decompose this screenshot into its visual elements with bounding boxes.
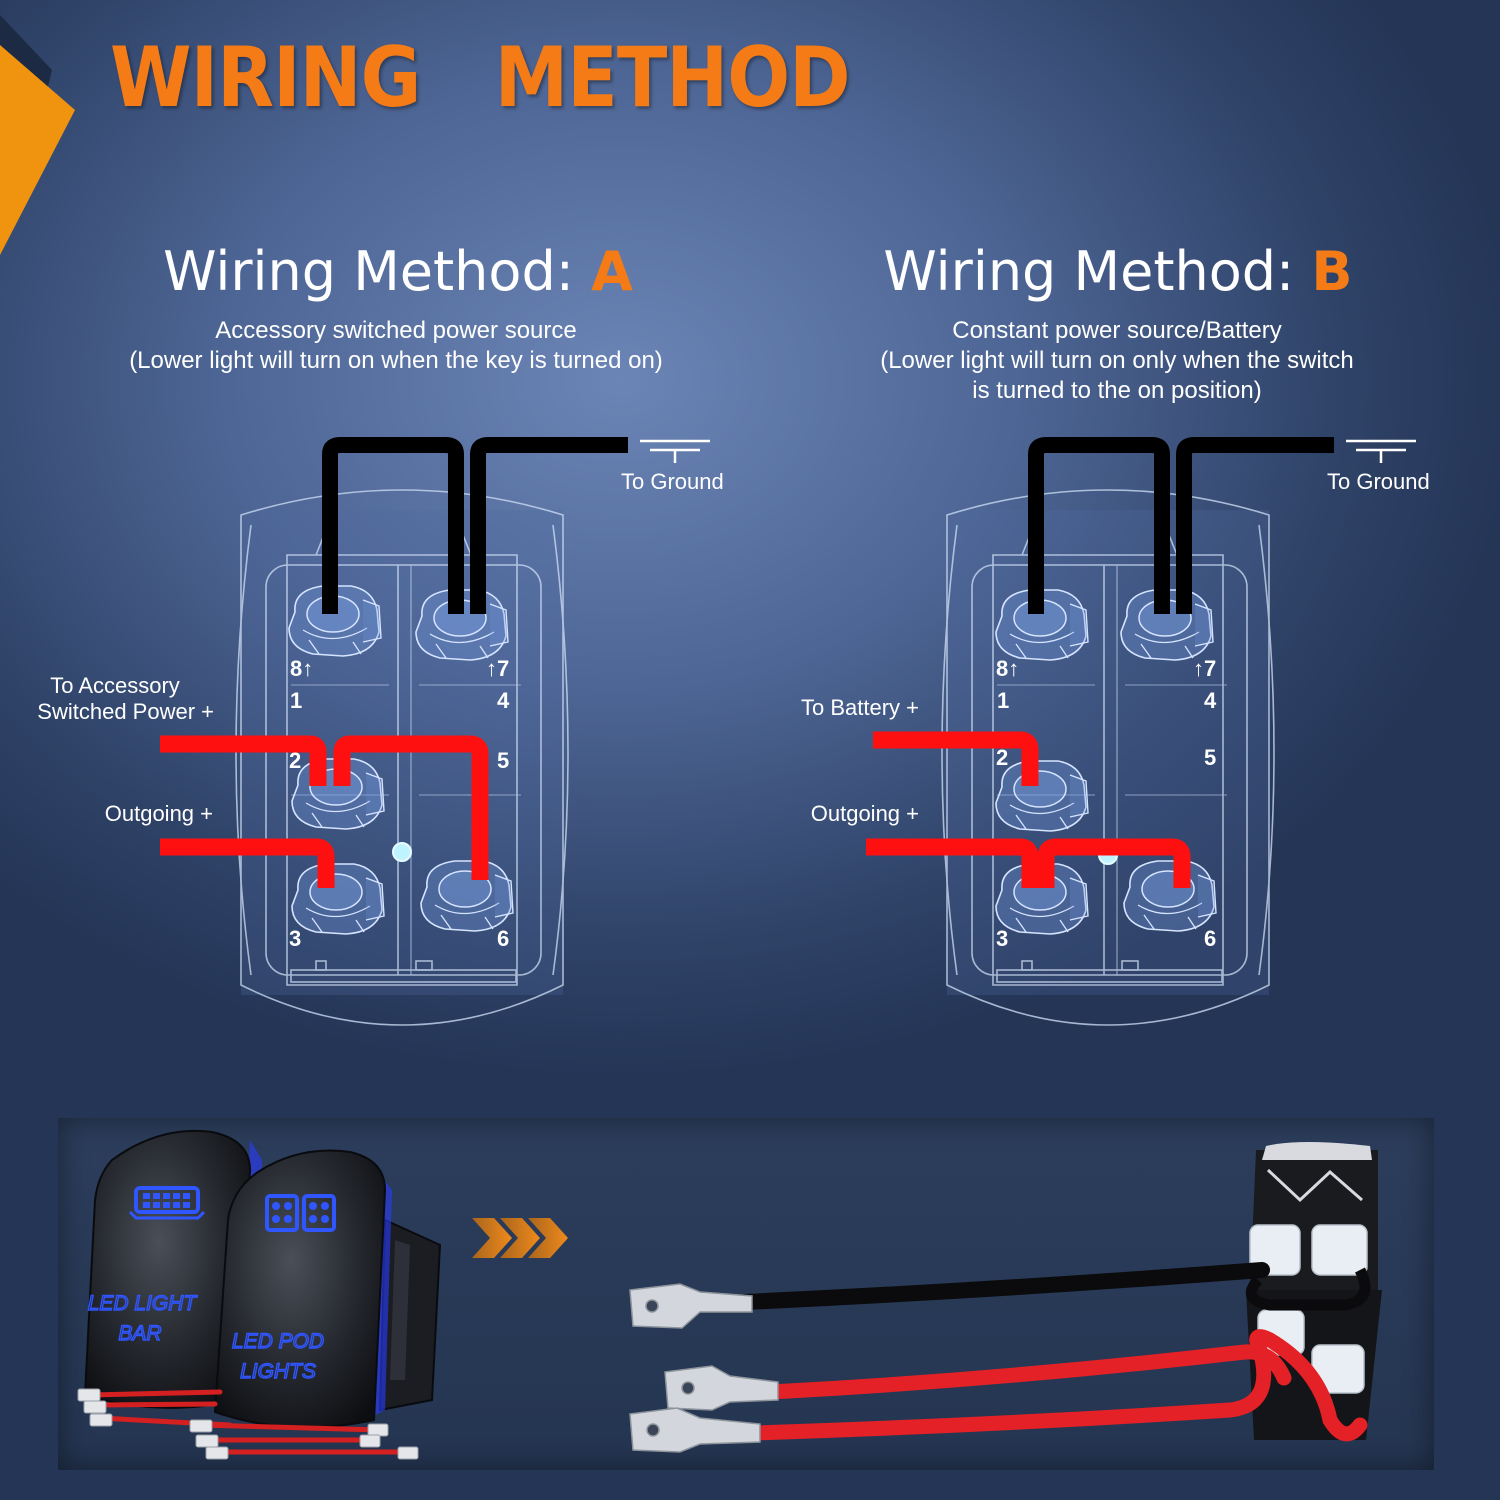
pin-label-2: 2 [996, 745, 1008, 770]
battery-power-wire [873, 731, 1039, 786]
ground-jumper-wire [1028, 437, 1170, 614]
method-a-letter: A [591, 240, 633, 303]
pin-label-4: 4 [497, 688, 510, 713]
method-a-diagram [160, 437, 712, 1026]
light-bar-icon [128, 1186, 206, 1220]
method-b-letter: B [1311, 240, 1353, 303]
method-b-title: Wiring Method: B [758, 240, 1478, 303]
pin-label-3: 3 [996, 926, 1008, 951]
page-title: WIRING METHOD [110, 30, 851, 127]
method-a-output-label: Outgoing + [104, 801, 213, 826]
method-a-desc-line2: (Lower light will turn on when the key i… [129, 347, 663, 374]
black-ground-wire [737, 1262, 1270, 1310]
method-a-input-label: To Accessory Switched Power + [20, 673, 214, 725]
switch1-label-line1: LED LIGHT [88, 1292, 199, 1315]
ground-jumper-wire [322, 437, 464, 614]
pin-label-8: 8↑ [996, 656, 1019, 681]
led-pod-lights-switch: LED POD LIGHTS [213, 1149, 442, 1429]
method-b-input-label: To Battery + [800, 695, 919, 720]
pin-label-7: ↑7 [486, 656, 509, 681]
method-b-desc-line3: is turned to the on position) [972, 377, 1262, 404]
method-b-diagram [866, 437, 1418, 1026]
red-wire-lower [747, 1329, 1368, 1442]
pin-label-8: 8↑ [290, 656, 313, 681]
ground-wire [1176, 437, 1334, 614]
pin-label-3: 3 [289, 926, 301, 951]
method-b-ground-label: To Ground [1327, 469, 1430, 494]
pin-label-4: 4 [1204, 688, 1217, 713]
method-b-desc-line1: Constant power source/Battery [952, 317, 1282, 344]
switch2-label-line1: LED POD [232, 1330, 324, 1353]
wire-harness-large [737, 1262, 1368, 1442]
corner-arrow-decoration [0, 15, 75, 255]
pin-label-5: 5 [497, 748, 509, 773]
jumper-wire-3-6 [1037, 838, 1191, 888]
pin-label-7: ↑7 [1193, 656, 1216, 681]
outgoing-wire [160, 838, 335, 888]
wiring-diagrams: 8↑ ↑7 1 4 2 5 3 6 8↑ ↑7 1 4 2 5 3 6 [160, 437, 1418, 1026]
switch1-label-line2: BAR [118, 1322, 161, 1345]
spade-terminals [629, 1283, 779, 1453]
chevron-arrows-icon [472, 1218, 568, 1258]
red-wire-upper [762, 1344, 1292, 1400]
pin-label-2: 2 [289, 748, 301, 773]
ground-wire [470, 437, 628, 614]
pin-label-1: 1 [997, 688, 1009, 713]
method-b-description: Constant power source/Battery (Lower lig… [757, 316, 1477, 406]
switch2-label-line2: LIGHTS [240, 1360, 316, 1383]
method-b-label: Wiring Method: [883, 240, 1312, 303]
switch-back-view [1245, 1142, 1382, 1440]
method-a-label: Wiring Method: [163, 240, 592, 303]
accessory-power-wire [160, 735, 327, 786]
pin-label-6: 6 [497, 926, 509, 951]
method-a-ground-label: To Ground [621, 469, 724, 494]
method-a-title: Wiring Method: A [38, 240, 758, 303]
method-b-desc-line2: (Lower light will turn on only when the … [880, 347, 1354, 374]
pin-label-1: 1 [290, 688, 302, 713]
method-a-desc-line1: Accessory switched power source [215, 317, 577, 344]
pin-label-5: 5 [1204, 745, 1216, 770]
jumper-wire-2-6 [333, 735, 489, 880]
method-a-description: Accessory switched power source (Lower l… [36, 316, 756, 376]
method-a-input-label-line1: To Accessory [50, 673, 180, 698]
pod-lights-icon [265, 1194, 336, 1232]
wire-harness-small [77, 1388, 419, 1460]
method-b-output-label: Outgoing + [810, 801, 919, 826]
method-a-input-label-line2: Switched Power + [37, 699, 214, 724]
indicator-led [392, 842, 412, 862]
outgoing-wire [866, 838, 1039, 888]
pin-label-6: 6 [1204, 926, 1216, 951]
